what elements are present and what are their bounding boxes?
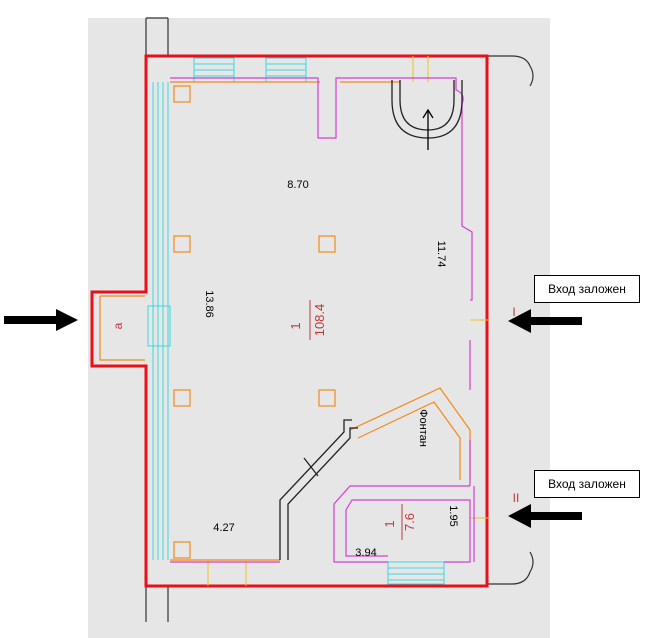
small-room-number: 1 — [382, 520, 397, 527]
dim-top-width: 8.70 — [287, 179, 308, 191]
arrow-left-vestibule — [4, 309, 78, 331]
room-1-label: 1 108.4 — [288, 300, 327, 340]
columns — [173, 85, 336, 559]
room-2-label: 1 7.6 — [382, 504, 417, 540]
building-walls — [145, 17, 534, 622]
premises-outline — [90, 54, 489, 588]
dim-left-height: 13.86 — [203, 290, 215, 318]
annotation-entrance-1: Вход заложен — [534, 275, 640, 303]
room-number: 1 — [288, 322, 303, 329]
arrow-entrance-2 — [508, 504, 582, 528]
entry-semicircle — [391, 80, 463, 150]
small-room-area: 7.6 — [402, 513, 417, 531]
dim-small-room-height: 1.95 — [447, 505, 459, 526]
dim-small-room-width: 3.94 — [355, 547, 376, 559]
left-window — [147, 82, 171, 560]
entrance-mark-1: I — [512, 305, 515, 319]
entrance-mark-2: II — [513, 491, 520, 505]
dim-right-height: 11.74 — [435, 241, 447, 268]
room-area: 108.4 — [312, 304, 327, 337]
annotation-entrance-2: Вход заложен — [534, 470, 640, 498]
plan-sheet — [88, 18, 550, 638]
fountain-label: Фонтан — [417, 409, 429, 447]
arrow-entrance-1 — [508, 309, 582, 333]
dim-bottom-left-width: 4.27 — [213, 522, 234, 534]
stair-flight — [279, 419, 358, 560]
vestibule-label: а — [111, 322, 125, 329]
